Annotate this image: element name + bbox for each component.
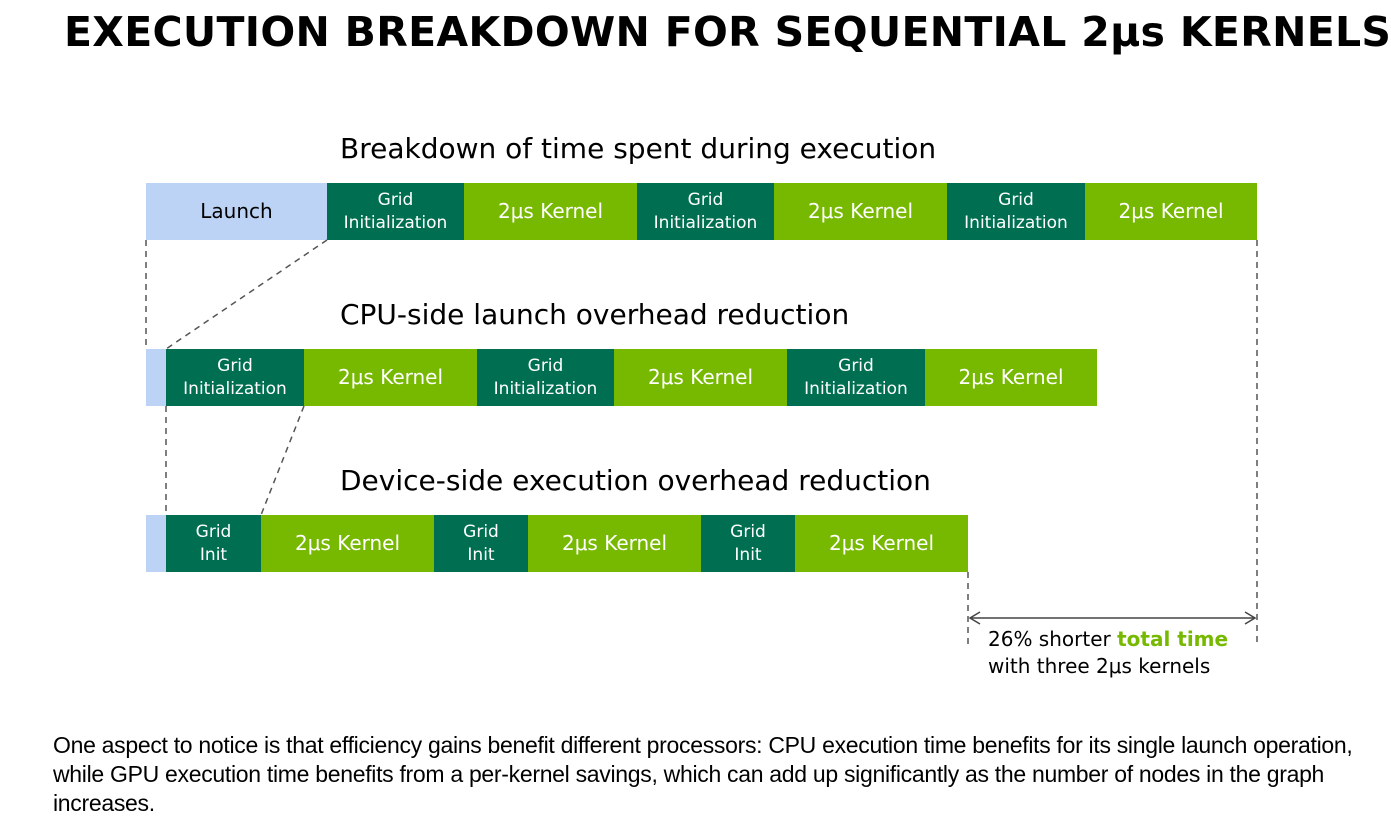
row3-heading: Device-side execution overhead reduction [340,464,931,497]
row2-kernel-segment-3: 2μs Kernel [925,349,1097,406]
row3-kernel-segment-1: 2μs Kernel [261,515,434,572]
time-saved-arrow [968,611,1257,625]
row1-heading: Breakdown of time spent during execution [340,132,937,165]
caption-text: One aspect to notice is that efficiency … [53,732,1353,816]
row1-grid-init-segment-3: Grid Initialization [947,183,1085,240]
row2-launch-stub [146,349,166,406]
time-saved-line-2: with three 2μs kernels [988,654,1211,678]
row3-grid-init-segment-1: Grid Init [166,515,261,572]
row1-kernel-segment-1: 2μs Kernel [464,183,637,240]
row3-kernel-segment-3: 2μs Kernel [795,515,968,572]
row1-kernel-segment-3: 2μs Kernel [1085,183,1257,240]
time-saved-prefix: 26% shorter [988,627,1118,651]
row1-launch-reduction-line [165,239,328,350]
row2-heading: CPU-side launch overhead reduction [340,298,850,331]
row2-kernel-segment-2: 2μs Kernel [614,349,787,406]
row2-grid-init-segment-2: Grid Initialization [477,349,614,406]
row3-grid-init-segment-2: Grid Init [434,515,528,572]
row2-grid-init-segment-1: Grid Initialization [166,349,304,406]
row1-kernel-segment-2: 2μs Kernel [774,183,947,240]
row3-kernel-segment-2: 2μs Kernel [528,515,701,572]
time-saved-line-1: 26% shorter total time [988,626,1228,653]
row3-grid-init-segment-3: Grid Init [701,515,795,572]
row2-grid-init-segment-3: Grid Initialization [787,349,925,406]
row1-grid-init-segment-2: Grid Initialization [637,183,774,240]
slide-title: EXECUTION BREAKDOWN FOR SEQUENTIAL 2μs K… [64,8,1391,56]
row1-launch-segment: Launch [146,183,327,240]
row1-grid-init-segment-1: Grid Initialization [327,183,464,240]
total-time-highlight: total time [1117,627,1229,651]
row2-kernel-segment-1: 2μs Kernel [304,349,477,406]
row3-launch-stub [146,515,166,572]
time-saved-note: 26% shorter total time with three 2μs ke… [988,626,1228,680]
row2-init-reduction-line [260,405,305,516]
